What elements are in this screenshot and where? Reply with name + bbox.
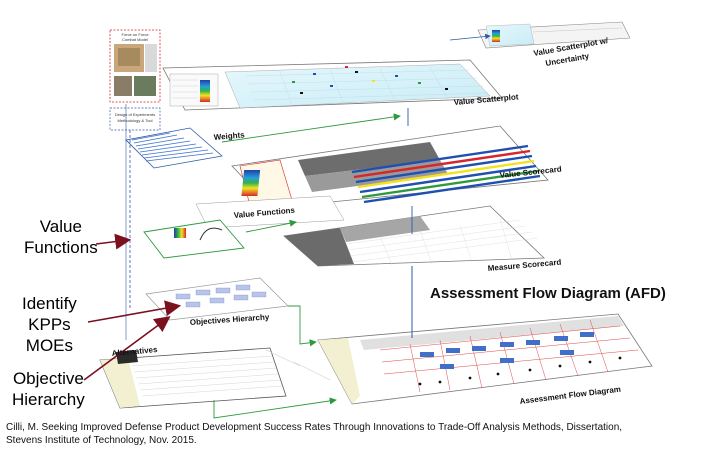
faint-labels: [265, 349, 331, 381]
connector-lines: [83, 33, 491, 419]
scatterplot-uncertainty-panel: [477, 21, 631, 49]
measure-scorecard-panel: [283, 205, 545, 267]
citation-line-2: Stevens Institute of Technology, Nov. 20…: [6, 435, 197, 446]
side-label-identify: Identify KPPs MOEs: [22, 294, 77, 355]
label-weights: Weights: [213, 130, 245, 142]
doe-caption-1: Design of Experiments: [115, 112, 155, 117]
doe-caption-2: Methodology & Tool: [117, 118, 152, 123]
fof-caption-1: Force on Force: [121, 32, 149, 37]
weights-panel: [125, 127, 223, 169]
value-scatterplot-panel: [162, 59, 503, 111]
afd-panel: [317, 313, 653, 405]
citation: Cilli, M. Seeking Improved Defense Produ…: [6, 421, 622, 447]
citation-line-1: Cilli, M. Seeking Improved Defense Produ…: [6, 422, 623, 433]
label-assessment-flow-diagram: Assessment Flow Diagram: [519, 385, 621, 406]
thumbnail-captions: Force on Force Combat Model Design of Ex…: [115, 32, 155, 123]
side-label-objective-hierarchy: Objective Hierarchy: [12, 369, 85, 409]
value-scorecard-panel: [231, 125, 549, 209]
value-functions-layer: [195, 195, 345, 229]
fof-caption-2: Combat Model: [122, 37, 148, 42]
afd-title: Assessment Flow Diagram (AFD): [430, 285, 666, 302]
doe-thumbnail: [109, 107, 161, 131]
label-alternatives: Alternatives: [111, 345, 158, 358]
force-on-force-thumbnail: [109, 29, 161, 103]
side-label-value-functions: Value Functions: [24, 217, 98, 257]
alternatives-panel: [99, 347, 287, 409]
value-functions-panel: [143, 219, 245, 259]
